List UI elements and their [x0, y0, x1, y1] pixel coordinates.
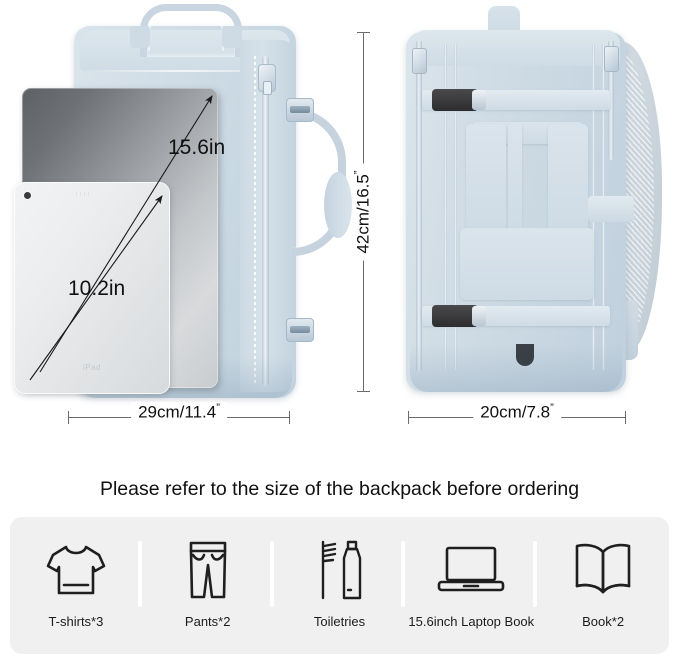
side-zipper-pull-right-icon — [604, 46, 619, 72]
side-buckle-top — [286, 98, 314, 122]
tablet-camera-icon — [24, 192, 31, 199]
side-width-label: 20cm/7.8” — [473, 402, 561, 423]
tablet-brand-text: iPad — [82, 363, 101, 372]
main-zipper — [262, 56, 269, 386]
cell-divider — [401, 541, 406, 607]
dimension-cap-left — [68, 411, 69, 424]
side-bottom-shadow — [410, 344, 622, 392]
front-view-panel: iPad 15.6in 10.2in 29cm/11.4” — [0, 0, 346, 470]
carry-handle-highlight — [148, 11, 224, 51]
capacity-item-toiletries: Toiletries — [274, 517, 406, 654]
zipper-stitching — [254, 56, 256, 386]
capacity-label: Pants*2 — [184, 614, 231, 629]
compression-buckle-bottom — [432, 305, 486, 327]
capacity-item-laptop: 15.6inch Laptop Book — [405, 517, 538, 654]
front-width-unit: ” — [216, 402, 220, 414]
capacity-label: T-shirts*3 — [48, 614, 104, 629]
side-loop-strap — [588, 196, 634, 222]
side-height-value: 42cm/16.5 — [353, 174, 373, 254]
buckle-bar — [290, 326, 310, 333]
dimension-cap-right — [289, 411, 290, 424]
front-width-value: 29cm/11.4 — [138, 402, 217, 422]
zipper-pull-icon — [258, 64, 276, 95]
side-width-value: 20cm/7.8 — [480, 402, 551, 422]
side-zipper-left — [416, 40, 422, 372]
laptop-size-label: 15.6in — [168, 136, 226, 159]
front-pocket-right — [548, 124, 588, 232]
pants-icon — [183, 534, 233, 606]
dimension-cap-right — [625, 411, 626, 424]
capacity-item-pants: Pants*2 — [142, 517, 274, 654]
product-images-area: iPad 15.6in 10.2in 29cm/11.4” — [0, 0, 679, 470]
capacity-label: Book*2 — [582, 614, 625, 629]
side-width-unit: ” — [550, 402, 554, 414]
side-height-label: 42cm/16.5” — [352, 163, 374, 261]
laptop-icon — [435, 534, 507, 606]
capacity-label: Toiletries — [313, 614, 366, 629]
bottom-pull-tab — [516, 344, 534, 366]
tshirt-icon — [44, 534, 108, 606]
cell-divider — [269, 541, 274, 607]
dimension-cap-bottom — [357, 391, 370, 392]
side-view-panel: 42cm/16.5” 20cm/7.8” — [324, 0, 679, 470]
handle-anchor-left — [130, 26, 150, 48]
front-pocket-divider — [508, 122, 522, 234]
side-height-unit: ” — [352, 170, 365, 175]
side-width-dimension: 20cm/7.8” — [408, 402, 626, 426]
cell-divider — [533, 541, 538, 607]
cell-divider — [137, 541, 142, 607]
compression-buckle-top — [432, 89, 486, 111]
capacity-item-book: Book*2 — [537, 517, 669, 654]
side-height-dimension: 42cm/16.5” — [352, 32, 374, 392]
buckle-bar — [290, 106, 310, 113]
side-zip-line-2 — [454, 44, 457, 370]
front-pocket-left — [466, 124, 506, 232]
front-pocket-large — [460, 228, 594, 300]
book-icon — [571, 534, 635, 606]
front-width-label: 29cm/11.4” — [131, 402, 227, 423]
handle-anchor-right — [222, 26, 242, 48]
toiletries-icon — [310, 534, 368, 606]
headline-text: Please refer to the size of the backpack… — [99, 478, 580, 500]
side-zip-line-1 — [444, 44, 447, 370]
side-buckle-bottom — [286, 318, 314, 342]
backpack-top-seam — [80, 70, 288, 72]
capacity-item-tshirts: T-shirts*3 — [10, 517, 142, 654]
capacity-panel: T-shirts*3 Pants*2 — [10, 517, 669, 654]
front-width-dimension: 29cm/11.4” — [68, 402, 290, 426]
tablet-sensor-dots — [76, 192, 92, 196]
dimension-cap-left — [408, 411, 409, 424]
side-zipper-pull-left-icon — [412, 48, 427, 74]
adjacent-bag-edge — [324, 172, 352, 238]
tablet-size-label: 10.2in — [68, 277, 126, 300]
capacity-label: 15.6inch Laptop Book — [408, 614, 535, 629]
dimension-cap-top — [357, 32, 370, 33]
side-zipper-right — [608, 40, 614, 160]
